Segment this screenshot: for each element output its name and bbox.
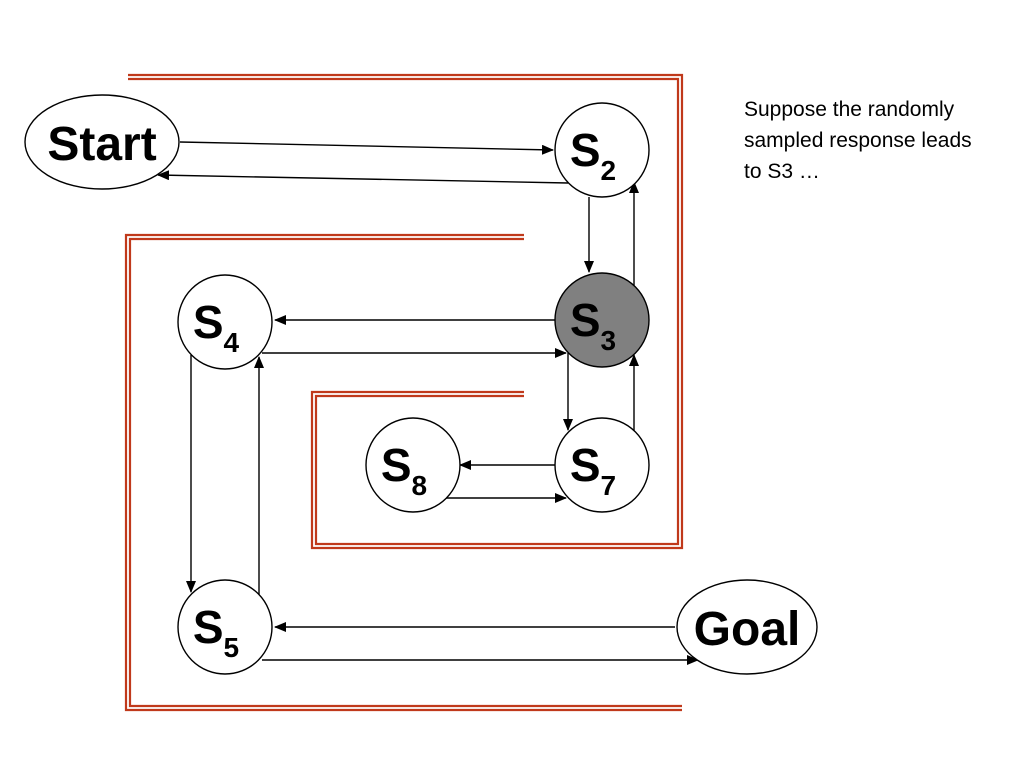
lower-wall (124, 233, 682, 712)
node-goal: Goal (676, 579, 818, 675)
caption-text: Suppose the randomly sampled response le… (744, 98, 972, 183)
node-s2: S2 (554, 102, 650, 198)
node-s5: S5 (177, 579, 273, 675)
node-s2-label: S (570, 124, 601, 176)
lower-wall-inner-line (128, 237, 682, 708)
edge-s2-to-start (157, 170, 569, 184)
node-s4-shape (177, 274, 273, 370)
node-s3: S3 (554, 272, 650, 368)
node-s7-subscript: 7 (601, 470, 617, 501)
node-s3-label: S (570, 294, 601, 346)
node-s4-label: S (193, 296, 224, 348)
node-s5-subscript: 5 (224, 632, 240, 663)
svg-text:S2: S2 (570, 124, 616, 186)
node-s5-label: S (193, 601, 224, 653)
svg-text:S5: S5 (193, 601, 239, 663)
node-s8-shape (365, 417, 461, 513)
node-goal-label: Goal (694, 603, 801, 656)
node-s4: S4 (177, 274, 273, 370)
svg-text:S7: S7 (570, 439, 616, 501)
node-s7-shape (554, 417, 650, 513)
node-s2-subscript: 2 (601, 155, 617, 186)
node-s3-subscript: 3 (601, 325, 617, 356)
svg-text:S3: S3 (570, 294, 616, 356)
node-start-shape (24, 94, 180, 190)
outer-wall-inner-line (128, 77, 680, 546)
node-s2-shape (554, 102, 650, 198)
node-s8: S8 (365, 417, 461, 513)
node-s4-subscript: 4 (224, 327, 240, 358)
node-s5-shape (177, 579, 273, 675)
node-s3-shape (554, 272, 650, 368)
node-start-label: Start (47, 118, 156, 171)
node-s8-subscript: 8 (412, 470, 428, 501)
node-s8-label: S (381, 439, 412, 491)
node-goal-shape (676, 579, 818, 675)
edge-start-to-s2 (179, 141, 554, 155)
maze-walls (124, 73, 684, 712)
node-s7: S7 (554, 417, 650, 513)
svg-text:S8: S8 (381, 439, 427, 501)
outer-wall (128, 73, 684, 550)
node-start: Start (24, 94, 180, 190)
edges (157, 141, 699, 665)
svg-text:S4: S4 (193, 296, 240, 358)
node-s7-label: S (570, 439, 601, 491)
